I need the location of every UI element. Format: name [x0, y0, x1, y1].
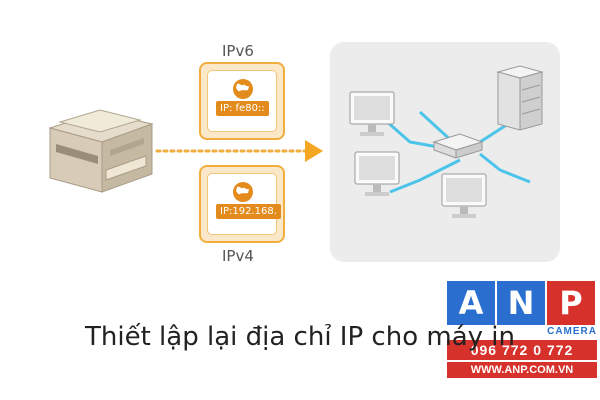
- watermark-letter-a: A: [447, 281, 495, 325]
- globe-icon: [233, 182, 253, 202]
- ipv6-card-inner: IP: fe80::: [207, 70, 277, 132]
- server-icon: [496, 65, 544, 131]
- ipv4-card: IP:192.168.: [199, 165, 285, 243]
- anp-watermark: A N P CAMERA 096 772 0 772 WWW.ANP.COM.V…: [447, 281, 597, 393]
- network-hub-icon: [432, 133, 484, 159]
- ipv6-label: IPv6: [222, 42, 254, 60]
- ipv6-card: IP: fe80::: [199, 62, 285, 140]
- connection-arrow: [155, 140, 323, 162]
- globe-icon: [233, 79, 253, 99]
- watermark-letter-p: P: [547, 281, 595, 325]
- computer-1-icon: [349, 91, 395, 136]
- computer-3-icon: [441, 173, 487, 218]
- caption-title: Thiết lập lại địa chỉ IP cho máy in: [85, 322, 515, 352]
- ipv4-label: IPv4: [222, 247, 254, 265]
- network-illustration: [349, 65, 544, 218]
- watermark-letter-n: N: [497, 281, 545, 325]
- ipv6-address: IP: fe80::: [216, 101, 269, 116]
- printer-icon: [48, 109, 154, 193]
- ipv4-address: IP:192.168.: [216, 204, 281, 219]
- ipv4-card-inner: IP:192.168.: [207, 173, 281, 235]
- watermark-website: WWW.ANP.COM.VN: [447, 362, 597, 378]
- watermark-subtitle: CAMERA: [547, 326, 597, 337]
- watermark-logo: A N P: [447, 281, 597, 325]
- watermark-phone: 096 772 0 772: [447, 340, 597, 360]
- computer-2-icon: [354, 151, 400, 196]
